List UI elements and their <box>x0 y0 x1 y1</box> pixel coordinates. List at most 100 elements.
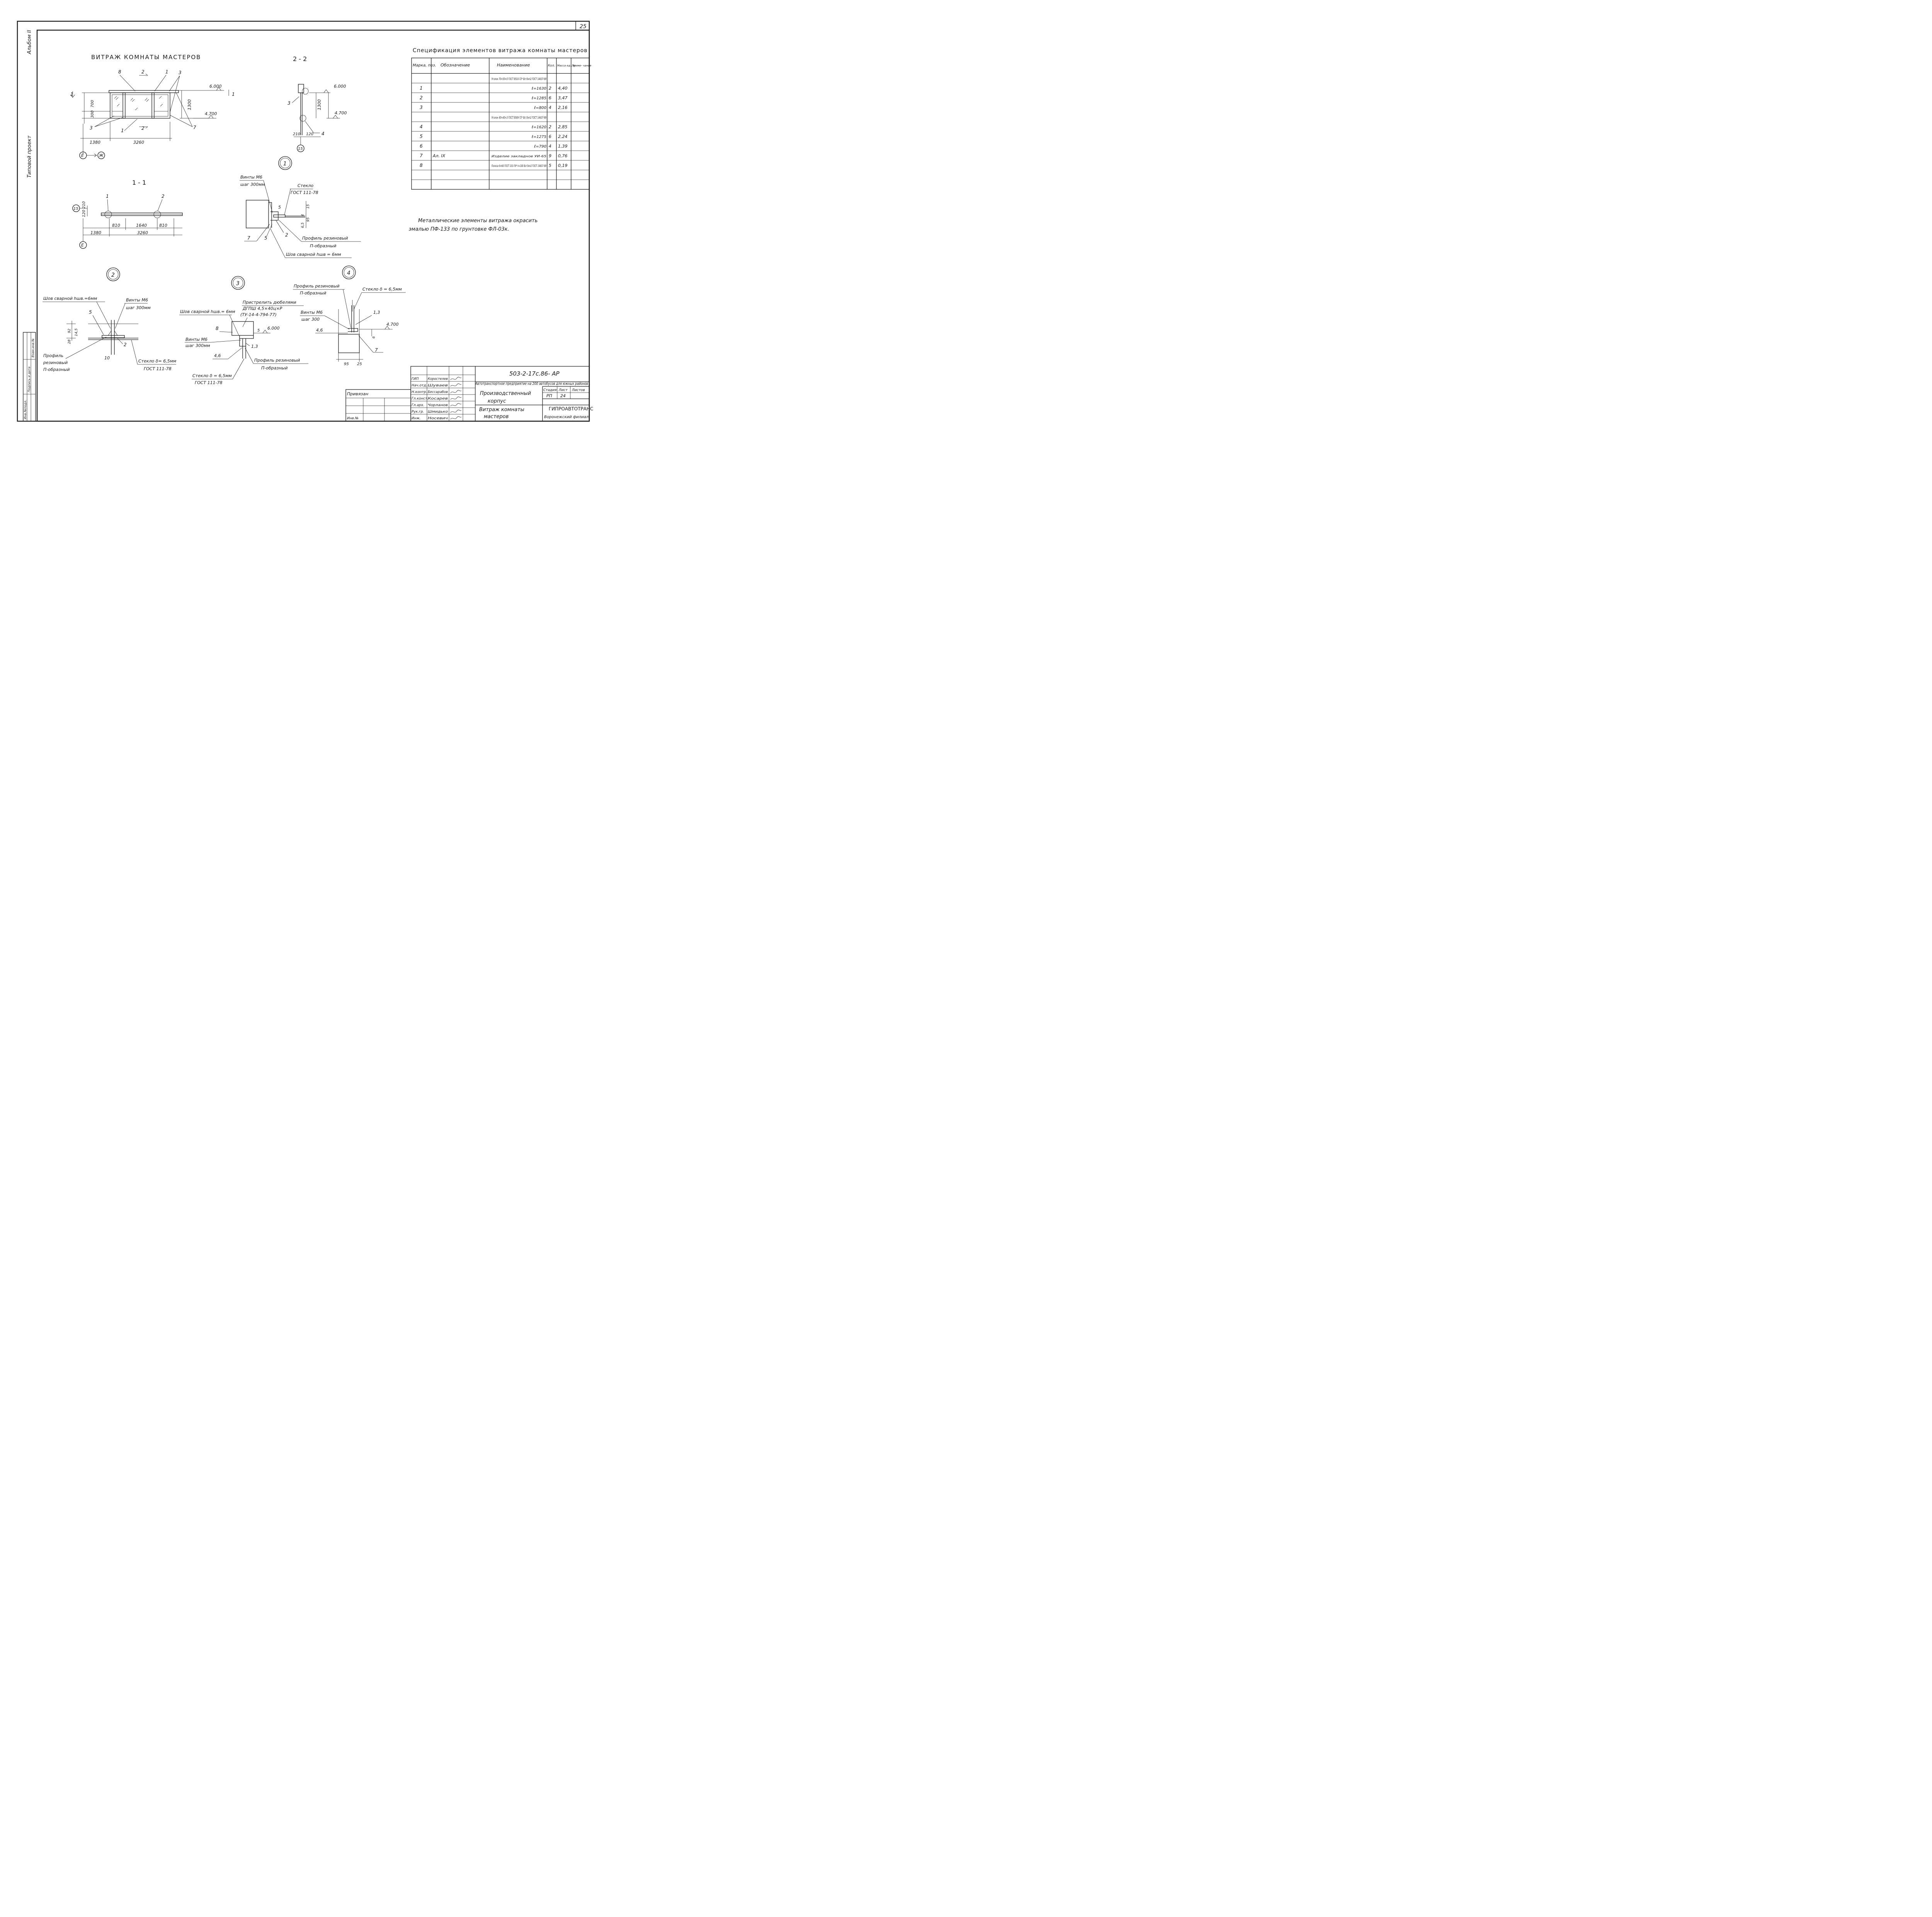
s11-axis-e: Е <box>81 243 84 248</box>
s22-dim-1300: 1300 <box>317 99 322 110</box>
node3-screws: Винты М6 <box>185 337 207 342</box>
elev-level-6000: 6.000 <box>209 84 222 89</box>
spec-head-note: Приме- чание <box>572 64 591 67</box>
title-block: 503-2-17с.86- АР Автотранспортное предпр… <box>345 366 593 422</box>
node4-screws: Винты М6 <box>301 310 323 315</box>
s11-pos-1: 1 <box>106 194 109 199</box>
node1-screws: Винты М6 <box>240 175 262 180</box>
signature-mark <box>450 390 462 393</box>
tb-building-2: корпус <box>488 398 506 404</box>
node2-screws: Винты М6 <box>126 298 148 303</box>
spec-cell: Уголок 70×50×5 ГОСТ 8510-72* Вст3кп2 ГОС… <box>492 77 546 81</box>
sheet-number: 25 <box>580 24 587 30</box>
side-labels: Альбом II Типовой проект Инв.№подл. Подп… <box>23 30 36 422</box>
stamp-inv: Инв.№подл. <box>24 400 27 419</box>
stamp-sign: Подпись и дата <box>27 367 31 392</box>
elev-dim-700: 700 <box>90 100 95 107</box>
node-4: 4 Профиль резиновый П-образный Стекло δ … <box>293 265 406 366</box>
node4-profile: Профиль резиновый <box>294 284 340 289</box>
spec-cell: ℓ=1275 <box>532 135 546 139</box>
node1-dim-4: 4 <box>301 214 305 216</box>
s11-axis-15: 15 <box>73 207 78 211</box>
spec-head-qty: Кол. <box>548 64 555 67</box>
elev-dim-3260: 3260 <box>133 140 144 145</box>
s11-dim-1380: 1380 <box>90 230 101 235</box>
node1-glass: Стекло <box>298 183 314 188</box>
signature-mark <box>450 396 462 400</box>
node1-dim-65: 6,5 <box>301 222 305 228</box>
tb-role: Нач.отд. <box>412 384 427 388</box>
elev-axis-e: Е <box>81 153 84 158</box>
node3-glass-gost: ГОСТ 111-78 <box>195 380 223 385</box>
node2-pos-5: 5 <box>89 310 92 315</box>
spec-cell: 6 <box>420 143 423 149</box>
tb-org: ГИПРОАВТОТРАНС <box>549 406 593 412</box>
node1-pos-7: 7 <box>247 235 250 241</box>
elev-cut-2-bottom: 2 <box>141 126 145 131</box>
tb-name: Бессарабов <box>428 390 448 394</box>
section-1-1-title: 1 - 1 <box>132 179 146 186</box>
s11-dim-210: 210 <box>82 201 86 209</box>
tb-role: ГИП <box>412 377 419 381</box>
signature-mark <box>450 416 462 420</box>
spec-cell: Изделие закладное УИ-65 <box>492 155 546 158</box>
tb-role: Гл.конст. <box>412 397 429 401</box>
spec-cell: Уголок 40×40×3 ГОСТ 8509-72* Вст3кп2 ГОС… <box>492 116 546 119</box>
node2-glass: Стекло δ= 6,5мм <box>138 359 176 364</box>
node2-pos-10: 10 <box>104 356 110 361</box>
elev-level-4700: 4.700 <box>205 111 217 116</box>
vitrazh-elevation: ВИТРАЖ КОМНАТЫ МАСТЕРОВ 1300 6.000 4.700 <box>70 54 235 159</box>
node2-glass-gost: ГОСТ 111-78 <box>144 366 172 371</box>
tb-role: Рук.гр. <box>412 410 424 414</box>
s22-level-4700: 4.700 <box>335 111 347 116</box>
elev-axis-zh: Ж <box>99 153 104 158</box>
tb-org-branch: Воронежский филиал <box>544 415 589 419</box>
node4-dim-25: 25 <box>357 362 362 366</box>
spec-cell: 3,47 <box>558 95 568 100</box>
node2-profile-c: П-образный <box>43 367 70 372</box>
node3-step: шаг 300мм <box>185 343 210 348</box>
tb-name: Чорланов <box>428 403 448 407</box>
spec-cell: 3 <box>420 105 423 110</box>
section-2-2-title: 2 - 2 <box>293 55 307 63</box>
node1-number: 1 <box>283 161 287 167</box>
elev-dim-1380: 1380 <box>90 140 100 145</box>
elev-pos-3-top: 3 <box>179 70 182 75</box>
spec-cell: ℓ=800 <box>534 106 546 110</box>
tb-sheets-h: Листов <box>571 388 585 392</box>
node1-weld: Шов сварной hшв = 6мм <box>286 252 341 257</box>
tb-sheet-h: Лист <box>558 388 568 392</box>
node-1: 1 Винты М6 шаг 300мм Стекло ГОСТ 111-78 … <box>240 156 361 258</box>
node2-dim-28: 28 <box>68 339 71 344</box>
elev-pos-1-bottom: 1 <box>121 128 124 133</box>
spec-cell: ℓ=790 <box>534 145 546 149</box>
note-line-1: Металлические элементы витража окрасить <box>418 218 537 224</box>
node4-step: шаг 300 <box>301 317 320 322</box>
node3-dowel: Пристрелить дюбелями <box>243 300 296 305</box>
s22-dim-210: 210 <box>293 132 300 136</box>
spec-cell: 1,39 <box>558 144 568 149</box>
node1-glass-gost: ГОСТ 111-78 <box>291 190 318 195</box>
s22-level-6000: 6.000 <box>334 84 346 89</box>
node3-glass: Стекло δ = 6,5мм <box>192 373 232 378</box>
spec-cell: 2 <box>549 124 551 129</box>
album-label: Альбом II <box>27 30 32 54</box>
node2-weld: Шов сварной hшв.=6мм <box>43 296 97 301</box>
tb-object: Автотранспортное предприятие на 200 авто… <box>475 381 588 386</box>
spec-cell: 4 <box>420 124 423 129</box>
node4-number: 4 <box>347 270 350 276</box>
spec-cell: 2,24 <box>558 134 568 139</box>
node4-pos-7: 7 <box>375 347 378 353</box>
project-label: Типовой проект <box>27 135 32 178</box>
node-3: 3 6.000 Шов сварной hшв.= 6мм Пристрелит… <box>179 276 308 385</box>
node3-level: 6.000 <box>267 326 280 331</box>
s22-dim-120: 120 <box>306 132 313 136</box>
spec-head-mark: Марка, поз. <box>413 63 436 68</box>
node2-profile: Профиль <box>43 353 63 358</box>
node3-number: 3 <box>236 281 240 287</box>
elev-cut-1-right: 1 <box>232 92 235 97</box>
s22-pos-3: 3 <box>287 100 291 106</box>
section-1-1: 1 - 1 1 2 210 120 15 810 1640 810 1380 3… <box>72 179 183 249</box>
spec-cell: 1 <box>420 85 423 91</box>
signature-mark <box>450 410 462 413</box>
